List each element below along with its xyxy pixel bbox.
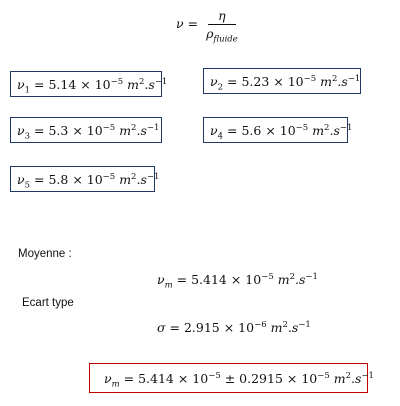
measurement-4-unit-exp: 2 <box>324 122 330 133</box>
measurement-3-index: 3 <box>24 131 31 141</box>
measurement-box-5: ν5 = 5.8 × 10−5 m2.s−1 <box>10 166 159 192</box>
measurement-1: ν1 = 5.14 × 10−5 m2.s−1 <box>17 76 168 95</box>
measurement-4-unit-rest-exp: −1 <box>339 122 353 133</box>
measurement-5-unit-rest-exp: −1 <box>146 171 160 182</box>
measurement-3-unit: m <box>119 122 132 138</box>
measurement-1-unit: m <box>127 76 139 92</box>
mean-exp: −5 <box>261 271 274 282</box>
measurement-box-3: ν3 = 5.3 × 10−5 m2.s−1 <box>10 117 162 143</box>
formula-equals: = <box>187 16 199 31</box>
std-label: Ecart type <box>22 297 74 309</box>
measurement-3: ν3 = 5.3 × 10−5 m2.s−1 <box>17 122 160 141</box>
std-unit: m <box>270 320 283 335</box>
measurement-3-unit-exp: 2 <box>131 122 137 133</box>
measurement-2-symbol: ν <box>210 73 218 89</box>
std-unit-exp: 2 <box>282 319 288 330</box>
formula-denominator-symbol: ρ <box>206 26 214 41</box>
measurement-box-2: ν2 = 5.23 × 10−5 m2.s−1 <box>203 68 361 94</box>
measurement-5-unit-exp: 2 <box>131 171 137 182</box>
result-symbol: ν <box>104 370 112 386</box>
measurement-4-exp: −5 <box>295 122 309 133</box>
result-value: = 5.414 × 10 <box>123 370 209 386</box>
measurement-3-unit-rest-exp: −1 <box>146 122 160 133</box>
measurement-1-exp: −5 <box>110 76 124 87</box>
result-unit: m <box>333 370 346 386</box>
measurement-box-1: ν1 = 5.14 × 10−5 m2.s−1 <box>10 71 167 97</box>
formula-denominator-sub: fluide <box>213 34 238 45</box>
result-unit-rest: .s <box>351 370 362 386</box>
std-value: = 2.915 × 10 <box>169 320 255 335</box>
result-exp: −5 <box>208 370 221 381</box>
measurement-3-unit-rest: .s <box>136 122 147 138</box>
std-symbol: σ <box>157 320 166 335</box>
mean-label: Moyenne : <box>18 248 72 260</box>
measurement-4-value: = 5.6 × 10 <box>227 122 296 138</box>
measurement-1-index: 1 <box>24 85 31 95</box>
mean-unit: m <box>277 272 290 287</box>
measurement-2-unit-rest-exp: −1 <box>347 73 361 84</box>
measurement-4: ν4 = 5.6 × 10−5 m2.s−1 <box>210 122 353 141</box>
mean-unit-rest-exp: −1 <box>305 271 318 282</box>
mean-unit-exp: 2 <box>289 271 296 282</box>
result-unit-rest-exp: −1 <box>361 370 374 381</box>
std-formula: σ = 2.915 × 10−6 m2.s−1 <box>157 320 311 335</box>
result-uncertainty: ± 0.2915 × 10 <box>224 370 318 386</box>
measurement-4-unit-rest: .s <box>329 122 340 138</box>
result-sub: m <box>111 379 120 389</box>
measurement-1-unit-exp: 2 <box>139 76 145 87</box>
result-unit-exp: 2 <box>345 370 352 381</box>
result-uncertainty-exp: −5 <box>317 370 330 381</box>
measurement-5: ν5 = 5.8 × 10−5 m2.s−1 <box>17 171 160 190</box>
formula-denominator: ρfluide <box>206 25 238 44</box>
mean-unit-rest: .s <box>295 272 306 287</box>
measurement-2-exp: −5 <box>303 73 317 84</box>
std-unit-rest-exp: −1 <box>298 319 311 330</box>
formula-fraction: η ρfluide <box>206 8 238 44</box>
measurement-2-unit-exp: 2 <box>332 73 338 84</box>
measurement-4-unit: m <box>312 122 325 138</box>
measurement-1-unit-rest: .s <box>144 76 155 92</box>
measurement-5-unit: m <box>119 171 132 187</box>
measurement-3-value: = 5.3 × 10 <box>34 122 103 138</box>
mean-symbol: ν <box>157 272 165 287</box>
mean-value: = 5.414 × 10 <box>176 272 262 287</box>
measurement-3-symbol: ν <box>17 122 25 138</box>
mean-sub: m <box>164 280 173 291</box>
measurement-3-exp: −5 <box>102 122 116 133</box>
measurement-5-unit-rest: .s <box>136 171 147 187</box>
measurement-4-index: 4 <box>217 131 224 141</box>
measurement-5-exp: −5 <box>102 171 116 182</box>
viscosity-formula: ν = η ρfluide <box>176 8 238 44</box>
measurement-1-symbol: ν <box>17 76 25 92</box>
formula-numerator: η <box>208 8 236 25</box>
std-unit-rest: .s <box>287 320 299 335</box>
result-box: νm = 5.414 × 10−5 ± 0.2915 × 10−5 m2.s−1 <box>89 363 374 393</box>
measurement-2-value: = 5.23 × 10 <box>227 73 304 89</box>
result-formula: νm = 5.414 × 10−5 ± 0.2915 × 10−5 m2.s−1 <box>104 370 374 389</box>
measurement-5-value: = 5.8 × 10 <box>34 171 103 187</box>
measurement-box-4: ν4 = 5.6 × 10−5 m2.s−1 <box>203 117 352 143</box>
measurement-5-symbol: ν <box>17 171 25 187</box>
measurement-2-unit-rest: .s <box>337 73 348 89</box>
measurement-1-value: = 5.14 × 10 <box>34 76 111 92</box>
mean-formula: νm = 5.414 × 10−5 m2.s−1 <box>157 271 318 290</box>
std-exp: −6 <box>254 319 267 330</box>
measurement-2-index: 2 <box>217 82 224 92</box>
measurement-2: ν2 = 5.23 × 10−5 m2.s−1 <box>210 73 361 92</box>
measurement-1-unit-rest-exp: −1 <box>154 76 168 87</box>
measurement-4-symbol: ν <box>210 122 218 138</box>
measurement-5-index: 5 <box>24 180 31 190</box>
measurement-2-unit: m <box>320 73 332 89</box>
formula-lhs: ν <box>176 16 184 31</box>
